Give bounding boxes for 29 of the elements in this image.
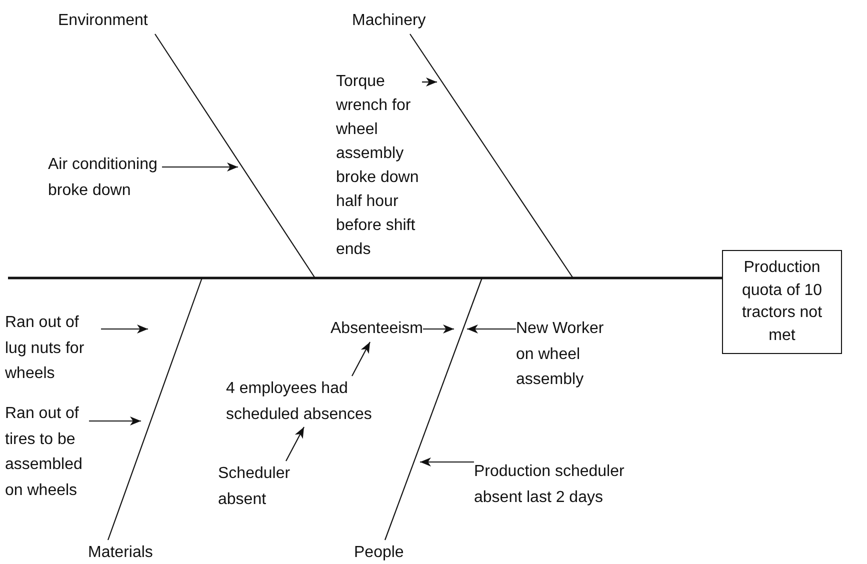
cause-text: Scheduler absent <box>218 461 318 512</box>
fishbone-branch-line <box>410 34 574 278</box>
category-label: Environment <box>58 8 162 34</box>
fishbone-branch-line <box>107 278 203 540</box>
effect-text: Production quota of 10 tractors not met <box>740 258 824 346</box>
arrow <box>89 416 141 426</box>
arrow <box>101 324 148 334</box>
cause-text: Ran out of lug nuts for wheels <box>5 310 101 386</box>
arrow <box>162 162 238 172</box>
cause-text: Torque wrench for wheel assembly broke down half hour before shift ends <box>336 70 422 262</box>
cause-text: Production scheduler absent last 2 days <box>474 459 674 510</box>
effect-box <box>722 250 842 354</box>
fishbone-branch-line <box>154 34 316 278</box>
arrow <box>422 78 437 86</box>
arrow <box>352 342 370 376</box>
arrow <box>286 426 304 462</box>
cause-text: 4 employees had scheduled absences <box>226 376 404 427</box>
cause-text: Ran out of tires to be assembled on wheels <box>5 401 89 503</box>
category-label: People <box>354 540 424 564</box>
arrow <box>423 324 454 334</box>
spine-line <box>8 276 722 280</box>
cause-text: Air conditioning broke down <box>48 152 162 203</box>
category-label: Machinery <box>352 8 442 34</box>
arrow <box>467 324 516 334</box>
arrow <box>420 458 474 466</box>
fishbone-branch-line <box>384 278 483 540</box>
category-label: Materials <box>88 540 168 564</box>
cause-text: New Worker on wheel assembly <box>516 316 614 392</box>
cause-text: Absenteeism <box>282 316 423 342</box>
